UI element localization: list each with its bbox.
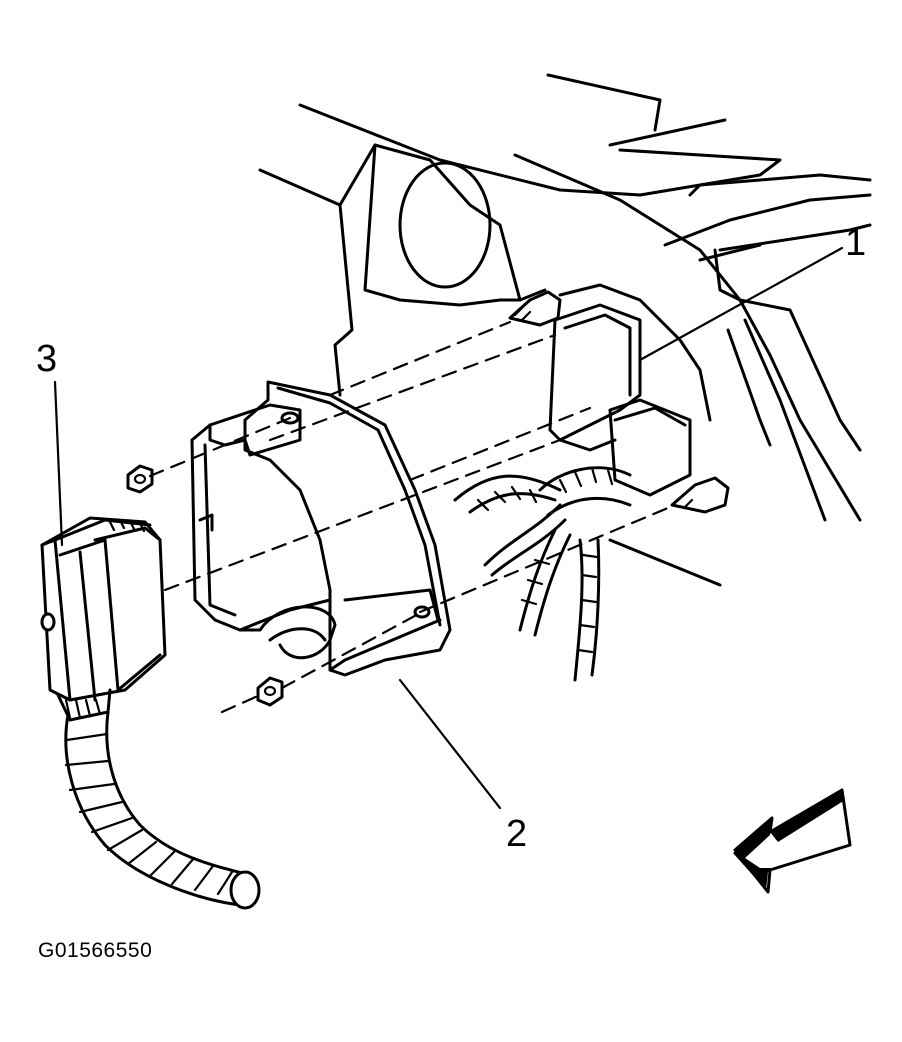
- callout-3: 3: [36, 338, 58, 380]
- bolt-lower: [670, 476, 730, 514]
- nut-upper: [126, 464, 154, 494]
- electrical-connector-item-3: [40, 516, 167, 722]
- figure-id: G01566550: [38, 939, 153, 962]
- bolt-upper: [508, 290, 562, 327]
- front-direction-arrow-icon: [733, 788, 852, 894]
- alignment-lines: [148, 320, 677, 714]
- wiring-harness-rear: [453, 466, 632, 682]
- connector-wiring-harness: [64, 710, 261, 910]
- mounting-bracket-item-2: [190, 380, 452, 677]
- callout-2: 2: [506, 813, 528, 855]
- vehicle-body-structure: [258, 73, 872, 587]
- leader-lines: [53, 246, 844, 810]
- callout-1: 1: [845, 222, 867, 264]
- control-module-item-1: [548, 303, 692, 497]
- nut-lower: [256, 676, 284, 707]
